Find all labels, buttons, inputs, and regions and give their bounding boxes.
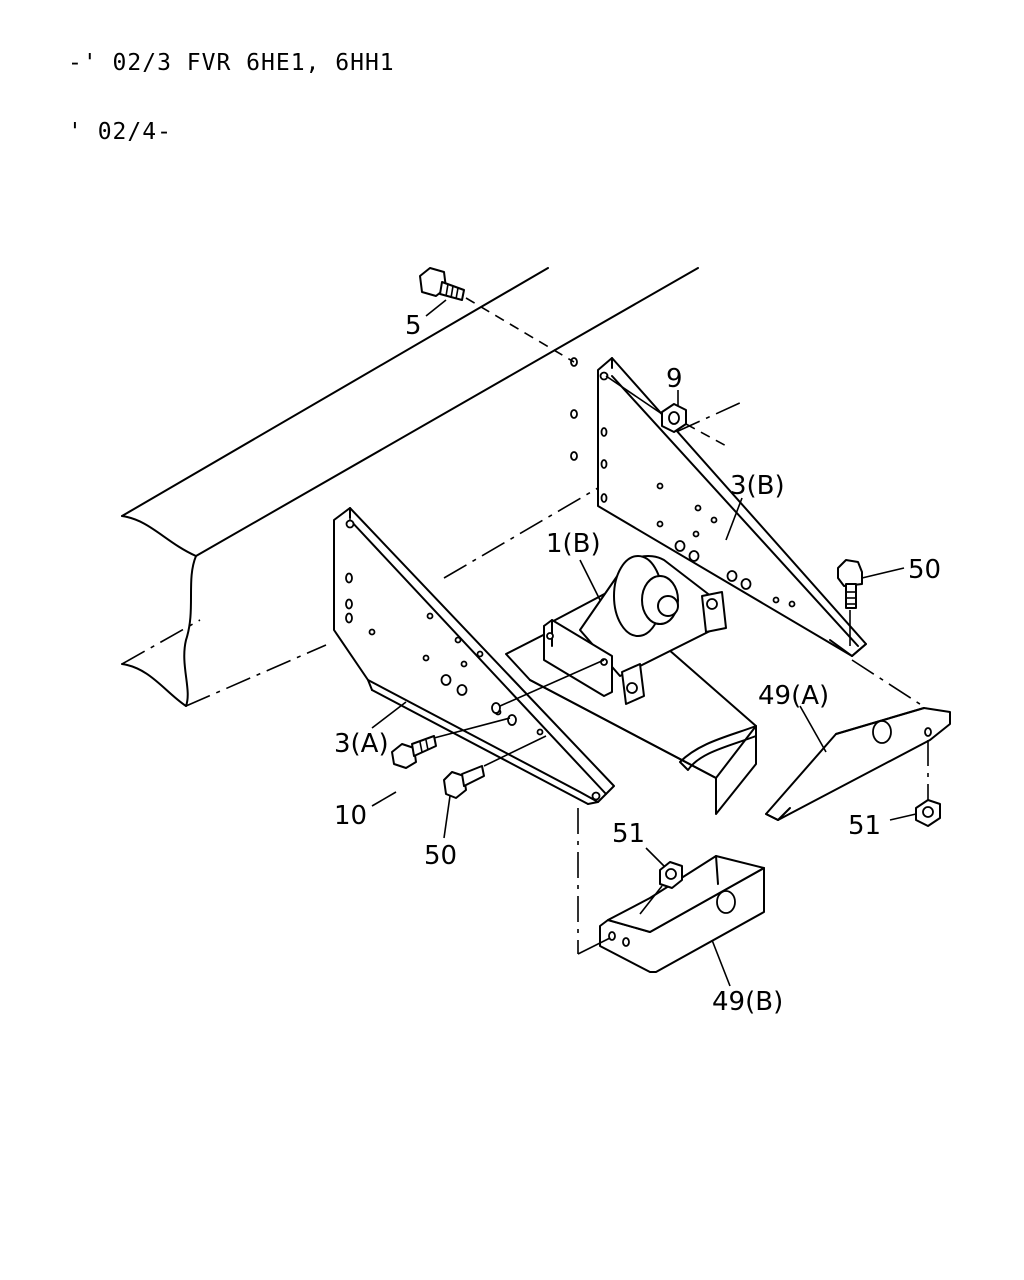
callout-5: 5 <box>405 311 422 341</box>
callout-51-right: 51 <box>848 811 881 841</box>
bolt-5 <box>419 267 465 301</box>
callout-50-rear: 50 <box>908 555 941 585</box>
assembly-lines <box>433 297 929 955</box>
callout-3a: 3(A) <box>334 729 389 759</box>
rail-holes <box>570 357 578 461</box>
nut-51-lower <box>659 861 683 889</box>
callout-1b: 1(B) <box>546 529 601 559</box>
callout-49b: 49(B) <box>712 987 783 1017</box>
bolt-50-rear <box>837 559 863 609</box>
bracket-49b <box>599 855 765 973</box>
callout-10: 10 <box>334 801 367 831</box>
model-line-1: -' 02/3 FVR 6HE1, 6HH1 <box>68 50 395 76</box>
callout-51-lower: 51 <box>612 819 645 849</box>
bracket-49a <box>765 707 951 821</box>
bracket-3b <box>597 357 867 657</box>
support-1b <box>505 555 757 815</box>
model-line-2: ' 02/4- <box>68 119 172 145</box>
frame-rail <box>121 267 743 707</box>
callout-49a: 49(A) <box>758 681 829 711</box>
callout-9: 9 <box>666 364 683 394</box>
bolt-10 <box>391 735 437 769</box>
bolt-50-front <box>443 765 485 799</box>
nut-51-right <box>915 799 941 827</box>
leader-lines <box>371 299 917 987</box>
bracket-3a <box>333 507 615 805</box>
nut-9 <box>661 403 687 433</box>
model-header: -' 02/3 FVR 6HE1, 6HH1 ' 02/4- <box>68 6 395 167</box>
callout-50-front: 50 <box>424 841 457 871</box>
callout-3b: 3(B) <box>730 471 785 501</box>
